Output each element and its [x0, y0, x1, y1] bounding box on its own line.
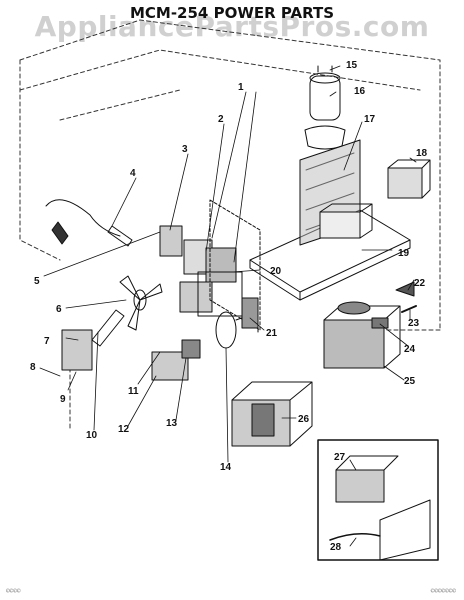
callout-25: 25 — [404, 376, 416, 387]
callout-23: 23 — [408, 318, 420, 329]
capacitor — [309, 65, 341, 121]
magnetron — [323, 301, 401, 369]
callout-15: 15 — [346, 60, 358, 71]
fan-blade — [119, 275, 163, 331]
thermostat — [151, 339, 201, 381]
capacitor-bracket — [304, 125, 346, 150]
callout-11: 11 — [128, 386, 139, 397]
thermostat-probe — [45, 199, 133, 247]
callout-5: 5 — [34, 276, 40, 287]
hv-connector — [241, 297, 259, 329]
switch-assembly — [159, 199, 261, 331]
callout-4: 4 — [130, 168, 136, 179]
callout-16: 16 — [354, 86, 366, 97]
callout-12: 12 — [118, 424, 130, 435]
callout-3: 3 — [182, 144, 188, 155]
footer-right-text: ©©©©©©© — [430, 588, 456, 595]
hv-transformer — [231, 381, 313, 447]
callout-28: 28 — [330, 542, 342, 553]
callout-26: 26 — [298, 414, 310, 425]
callout-9: 9 — [60, 394, 66, 405]
callout-8: 8 — [30, 362, 36, 373]
callout-7: 7 — [44, 336, 50, 347]
callout-24: 24 — [404, 344, 416, 355]
leader-lines — [39, 65, 417, 547]
callout-6: 6 — [56, 304, 62, 315]
diagram-title: MCM-254 POWER PARTS — [129, 4, 335, 22]
fan-motor — [61, 309, 125, 371]
callout-27: 27 — [334, 452, 346, 463]
detail-inset — [317, 439, 439, 561]
callout-numbers: 1 2 3 4 5 6 7 8 9 10 11 12 13 14 15 16 1… — [30, 60, 428, 553]
callout-21: 21 — [266, 328, 278, 339]
control-board — [319, 203, 373, 239]
callout-2: 2 — [218, 114, 224, 125]
callout-13: 13 — [166, 418, 178, 429]
small-transformer — [387, 159, 431, 199]
callout-1: 1 — [238, 82, 244, 93]
callout-19: 19 — [398, 248, 410, 259]
callout-14: 14 — [220, 462, 232, 473]
callout-10: 10 — [86, 430, 98, 441]
callout-17: 17 — [364, 114, 376, 125]
callout-22: 22 — [414, 278, 426, 289]
small-hardware — [371, 281, 417, 329]
footer-left-text: ©©©© — [6, 588, 21, 595]
callout-18: 18 — [416, 148, 428, 159]
callout-20: 20 — [270, 266, 282, 277]
